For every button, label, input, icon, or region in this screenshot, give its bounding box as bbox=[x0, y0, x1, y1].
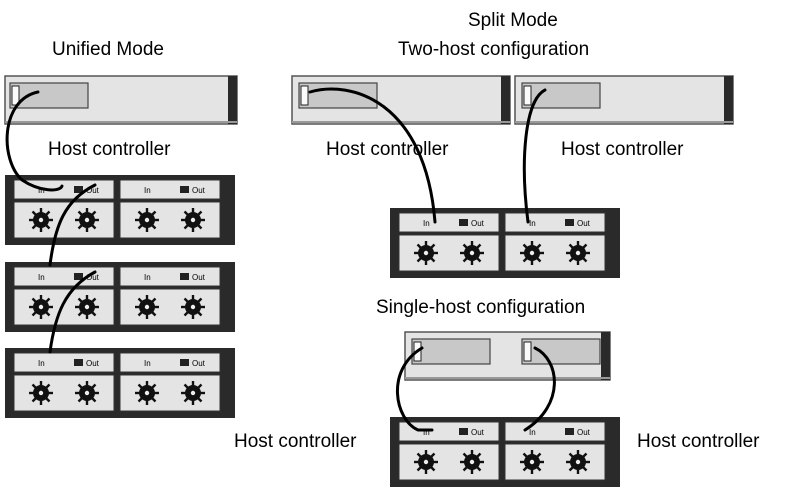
unified-mode-title: Unified Mode bbox=[52, 39, 164, 60]
port-in-label: In bbox=[38, 359, 45, 368]
fan-icon bbox=[566, 450, 590, 474]
enclosure-port-panel bbox=[504, 212, 606, 233]
single-host-chassis bbox=[404, 331, 611, 381]
host-chassis-edge bbox=[501, 76, 510, 124]
host-port bbox=[523, 85, 532, 106]
two-host-left-host-chassis bbox=[291, 75, 511, 125]
single-host-right-cable bbox=[523, 346, 556, 432]
host-chassis-edge bbox=[724, 76, 733, 124]
port-out-label: Out bbox=[86, 186, 100, 195]
port-out-icon bbox=[459, 428, 468, 435]
host-chassis-edge bbox=[228, 76, 237, 124]
single-host-config-title: Single-host configuration bbox=[376, 297, 586, 318]
fan-icon bbox=[29, 208, 53, 232]
fan-icon bbox=[75, 381, 99, 405]
unified-host-chassis bbox=[4, 75, 238, 125]
two-host-right-host-chassis bbox=[514, 75, 734, 125]
enclosure-port-panel bbox=[13, 266, 115, 287]
two-host-left-host-label: Host controller bbox=[326, 139, 449, 160]
port-out-icon bbox=[74, 273, 83, 280]
unified-enclosure-2: In Out In Out bbox=[5, 262, 235, 332]
port-out-label: Out bbox=[577, 219, 591, 228]
port-in-label: In bbox=[529, 219, 536, 228]
port-in-label: In bbox=[144, 359, 151, 368]
fan-icon bbox=[135, 295, 159, 319]
port-in-label: In bbox=[38, 273, 45, 282]
fan-icon bbox=[29, 381, 53, 405]
port-out-icon bbox=[565, 428, 574, 435]
port-out-icon bbox=[180, 359, 189, 366]
enclosure-port-panel bbox=[119, 352, 221, 373]
fan-icon bbox=[135, 208, 159, 232]
port-in-label: In bbox=[423, 219, 430, 228]
port-out-icon bbox=[74, 186, 83, 193]
two-host-right-host-label: Host controller bbox=[561, 139, 684, 160]
enclosure-port-panel bbox=[119, 266, 221, 287]
port-in-label: In bbox=[423, 428, 430, 437]
port-in-label: In bbox=[529, 428, 536, 437]
fan-icon bbox=[520, 450, 544, 474]
port-out-label: Out bbox=[577, 428, 591, 437]
enclosure-port-panel bbox=[119, 179, 221, 200]
port-out-label: Out bbox=[192, 186, 206, 195]
single-host-right-host-label: Host controller bbox=[637, 431, 760, 452]
host-port bbox=[523, 341, 532, 362]
host-port bbox=[300, 85, 309, 106]
two-host-enclosure: In Out In Out bbox=[390, 208, 620, 278]
fan-icon bbox=[460, 450, 484, 474]
port-out-label: Out bbox=[86, 359, 100, 368]
port-out-label: Out bbox=[86, 273, 100, 282]
fan-icon bbox=[414, 241, 438, 265]
unified-host-controller-label: Host controller bbox=[48, 139, 171, 160]
fan-icon bbox=[29, 295, 53, 319]
fan-icon bbox=[135, 381, 159, 405]
port-out-label: Out bbox=[192, 273, 206, 282]
two-host-left-cable bbox=[308, 87, 437, 224]
fan-icon bbox=[181, 381, 205, 405]
enclosure-port-panel bbox=[13, 179, 115, 200]
unified-chain-cable-2 bbox=[48, 270, 97, 354]
two-host-config-title: Two-host configuration bbox=[398, 39, 590, 60]
two-host-right-cable bbox=[522, 88, 547, 224]
fan-icon bbox=[181, 208, 205, 232]
port-out-label: Out bbox=[471, 219, 485, 228]
port-out-icon bbox=[459, 219, 468, 226]
fan-icon bbox=[566, 241, 590, 265]
enclosure-port-panel bbox=[13, 352, 115, 373]
port-out-icon bbox=[565, 219, 574, 226]
fan-icon bbox=[75, 295, 99, 319]
enclosure-port-panel bbox=[398, 421, 500, 442]
unified-host-cable bbox=[5, 90, 64, 192]
enclosure-port-panel bbox=[504, 421, 606, 442]
split-mode-title: Split Mode bbox=[468, 10, 558, 31]
unified-enclosure-3: In Out In Out bbox=[5, 348, 235, 418]
port-out-label: Out bbox=[471, 428, 485, 437]
fan-icon bbox=[414, 450, 438, 474]
single-host-left-host-label: Host controller bbox=[234, 431, 357, 452]
port-out-label: Out bbox=[192, 359, 206, 368]
port-out-icon bbox=[180, 186, 189, 193]
fan-icon bbox=[75, 208, 99, 232]
fan-icon bbox=[520, 241, 544, 265]
fan-icon bbox=[460, 241, 484, 265]
fan-icon bbox=[181, 295, 205, 319]
port-out-icon bbox=[74, 359, 83, 366]
unified-chain-cable-1 bbox=[48, 183, 97, 267]
single-host-left-cable bbox=[395, 346, 434, 432]
host-chassis-edge bbox=[601, 332, 610, 380]
port-out-icon bbox=[180, 273, 189, 280]
port-in-label: In bbox=[144, 186, 151, 195]
port-in-label: In bbox=[144, 273, 151, 282]
host-controller-slot bbox=[9, 82, 89, 109]
port-in-label: In bbox=[38, 186, 45, 195]
host-controller-slot bbox=[521, 338, 601, 365]
host-controller-slot bbox=[411, 338, 491, 365]
enclosure-port-panel bbox=[398, 212, 500, 233]
unified-enclosure-1: In Out In Out bbox=[5, 175, 235, 245]
single-host-enclosure: In Out In Out bbox=[390, 417, 620, 487]
